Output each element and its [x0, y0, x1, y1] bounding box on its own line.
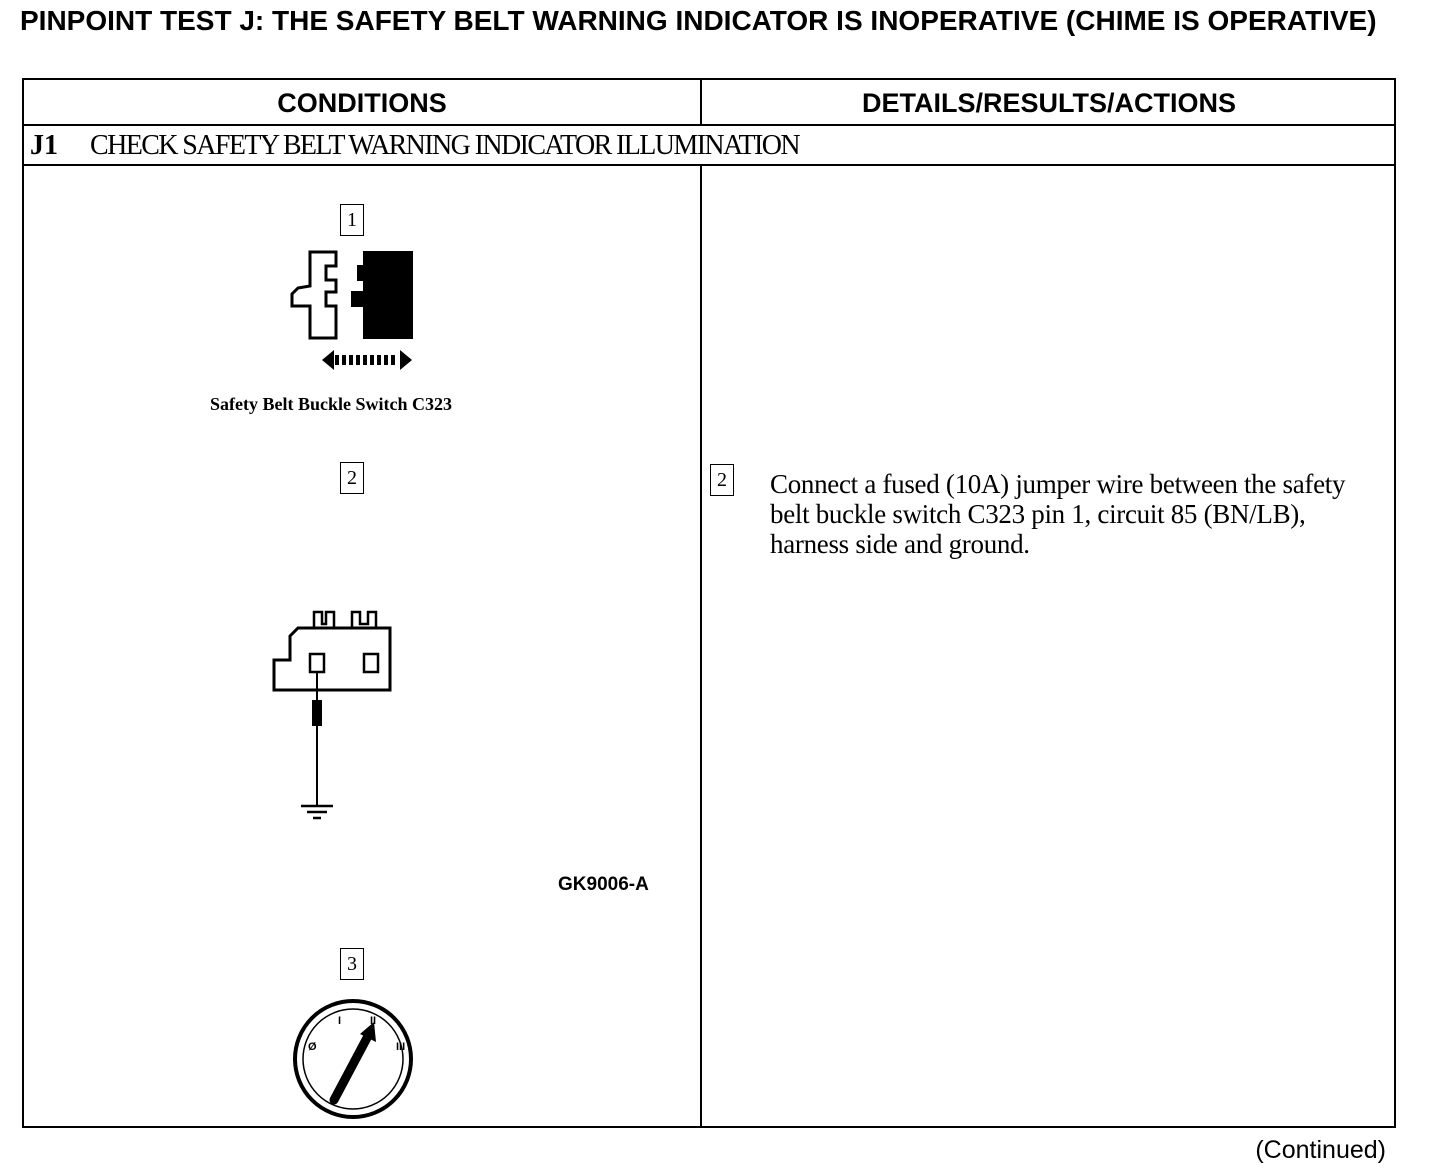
- figure-code: GK9006-A: [558, 874, 649, 895]
- ignition-position-mark: I: [338, 1015, 341, 1027]
- details-results-actions-header: DETAILS/RESULTS/ACTIONS: [861, 88, 1236, 118]
- jumper-probe-icon: [312, 700, 322, 726]
- step-number-box-1: 1: [340, 204, 364, 236]
- action-step-number-box-2: 2: [710, 464, 734, 496]
- table-header-row: CONDITIONS DETAILS/RESULTS/ACTIONS: [24, 80, 1394, 126]
- ignition-position-mark: II: [370, 1015, 376, 1027]
- continued-label: (Continued): [1255, 1136, 1386, 1164]
- column-divider: [700, 80, 702, 126]
- page-title: PINPOINT TEST J: THE SAFETY BELT WARNING…: [20, 5, 1377, 36]
- ground-symbol-icon: [301, 804, 333, 820]
- pin-1-cavity: [308, 652, 326, 674]
- step-title: CHECK SAFETY BELT WARNING INDICATOR ILLU…: [90, 130, 801, 161]
- step-id: J1: [30, 130, 58, 161]
- pin-2-cavity: [362, 652, 380, 674]
- step-row-j1: J1 CHECK SAFETY BELT WARNING INDICATOR I…: [24, 126, 1394, 166]
- step-number-box-3: 3: [340, 948, 364, 980]
- action-step-2-text: Connect a fused (10A) jumper wire betwee…: [770, 469, 1346, 559]
- step-number-box-2: 2: [340, 462, 364, 494]
- ignition-switch-illustration: Ø I II III: [293, 999, 413, 1119]
- ignition-position-mark: III: [396, 1041, 405, 1053]
- column-divider: [700, 166, 702, 1128]
- pinpoint-test-table: CONDITIONS DETAILS/RESULTS/ACTIONS J1 CH…: [22, 78, 1396, 1128]
- ignition-key-arrow-icon: [329, 1022, 376, 1105]
- connector-jumper-ground-illustration: [272, 610, 392, 820]
- connector-half-harness-icon: [290, 250, 338, 340]
- disconnect-arrow-icon: [322, 350, 412, 370]
- ignition-position-mark: Ø: [308, 1041, 317, 1053]
- figure-caption: Safety Belt Buckle Switch C323: [210, 394, 452, 414]
- buckle-connector-disconnect-illustration: [290, 250, 413, 370]
- connector-half-switch-icon: [351, 251, 413, 339]
- conditions-header: CONDITIONS: [277, 88, 447, 118]
